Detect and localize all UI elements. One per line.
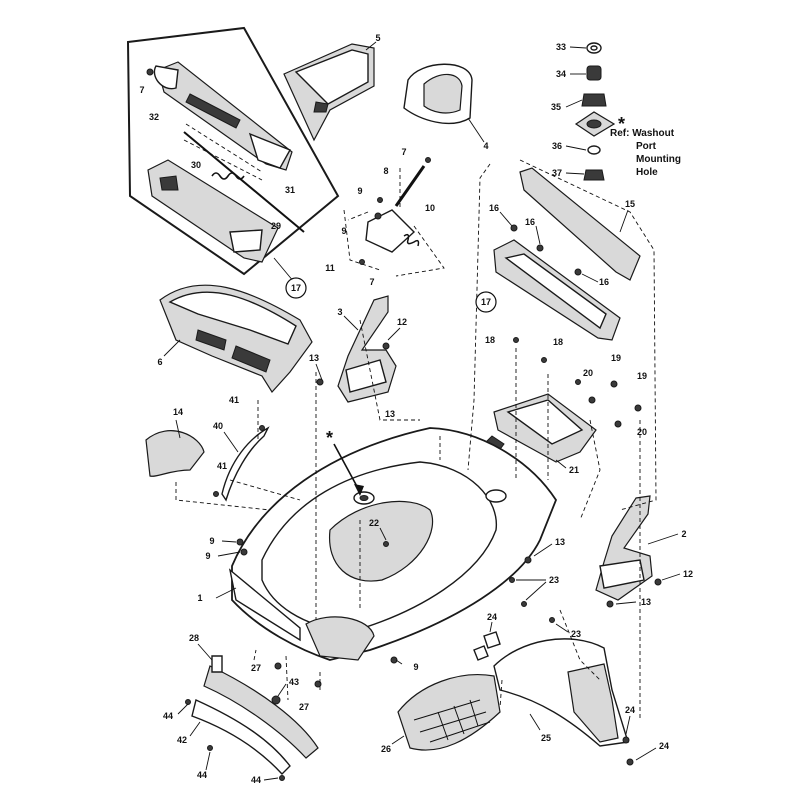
callout-label-44: 44 [251, 775, 261, 785]
callout-circle-17 [475, 291, 497, 313]
part-25-side-discharge [493, 638, 657, 766]
callout-label-42: 42 [177, 735, 187, 745]
part-5-rear-flap [283, 41, 377, 142]
parts-23-24-hardware [473, 577, 569, 661]
callout-label-2: 2 [681, 529, 686, 539]
part-6-rear-cover [159, 284, 313, 393]
callout-label-24: 24 [487, 612, 497, 622]
callout-label-7: 7 [369, 277, 374, 287]
callout-label-36: 36 [552, 141, 562, 151]
callout-label-15: 15 [625, 199, 635, 209]
ref-note-line-2: Port [636, 141, 657, 152]
callout-label-32: 32 [149, 112, 159, 122]
callout-label-9: 9 [357, 186, 362, 196]
part-21-rear-chute [483, 337, 642, 469]
dashed-alignment-lines [175, 159, 657, 720]
callout-label-19: 19 [637, 371, 647, 381]
callout-label-35: 35 [551, 102, 561, 112]
callout-label-4: 4 [483, 141, 488, 151]
callout-label-13: 13 [309, 353, 319, 363]
callout-label-12: 12 [683, 569, 693, 579]
callout-label-19: 19 [611, 353, 621, 363]
callout-label-41: 41 [217, 461, 227, 471]
callout-label-40: 40 [213, 421, 223, 431]
part-15-rear-guard [519, 167, 641, 281]
callout-label-10: 10 [425, 203, 435, 213]
callout-label-13: 13 [385, 409, 395, 419]
callout-label-41: 41 [229, 395, 239, 405]
callout-label-28: 28 [189, 633, 199, 643]
callout-label-16: 16 [599, 277, 609, 287]
callout-label-26: 26 [381, 744, 391, 754]
callout-label-9: 9 [209, 536, 214, 546]
ref-note-line-1: Ref: Washout [610, 128, 675, 139]
callout-label-17: 17 [291, 283, 301, 293]
callout-label-12: 12 [397, 317, 407, 327]
callout-label-23: 23 [571, 629, 581, 639]
callout-label-21: 21 [569, 465, 579, 475]
callout-label-25: 25 [541, 733, 551, 743]
part-2-height-adjuster [524, 495, 681, 608]
callout-label-44: 44 [197, 770, 207, 780]
callout-label-9: 9 [341, 226, 346, 236]
part-callout-labels: 1234567778999991011121213131313141516161… [139, 33, 693, 785]
callout-label-14: 14 [173, 407, 183, 417]
callout-label-27: 27 [299, 702, 309, 712]
callout-label-34: 34 [556, 69, 566, 79]
callout-label-31: 31 [285, 185, 295, 195]
callout-label-13: 13 [641, 597, 651, 607]
callout-label-33: 33 [556, 42, 566, 52]
callout-label-8: 8 [383, 166, 388, 176]
part-28-42-front-bar [177, 643, 322, 781]
star-marker-deck: * [326, 428, 333, 448]
callout-label-23: 23 [549, 575, 559, 585]
parts-33-37-washout-port [565, 42, 616, 181]
callout-label-7: 7 [139, 85, 144, 95]
callout-label-24: 24 [659, 741, 669, 751]
star-marker-washout: * [618, 114, 625, 134]
ref-note-line-4: Hole [636, 167, 658, 178]
ref-note-line-3: Mounting [636, 154, 681, 165]
part-17-right-rail [493, 211, 621, 341]
callout-label-11: 11 [325, 263, 335, 273]
callout-circle-17 [285, 277, 307, 299]
part-4-cover [403, 63, 485, 143]
callout-label-9: 9 [205, 551, 210, 561]
callout-label-13: 13 [555, 537, 565, 547]
callout-label-18: 18 [485, 335, 495, 345]
inset-box-handle-assembly [126, 26, 340, 283]
callout-label-5: 5 [375, 33, 380, 43]
callout-label-18: 18 [553, 337, 563, 347]
callout-label-7: 7 [401, 147, 406, 157]
callout-label-1: 1 [197, 593, 202, 603]
callout-label-16: 16 [525, 217, 535, 227]
callout-label-29: 29 [271, 221, 281, 231]
callout-label-6: 6 [157, 357, 162, 367]
callout-label-43: 43 [289, 677, 299, 687]
callout-label-22: 22 [369, 518, 379, 528]
part-1-mower-deck [215, 427, 558, 665]
callout-label-37: 37 [552, 168, 562, 178]
callout-label-16: 16 [489, 203, 499, 213]
parts-8-11-bracket [343, 157, 445, 277]
callout-label-20: 20 [583, 368, 593, 378]
callout-label-9: 9 [413, 662, 418, 672]
part-3-height-adjuster [315, 295, 401, 403]
callout-label-27: 27 [251, 663, 261, 673]
callout-label-24: 24 [625, 705, 635, 715]
callout-label-30: 30 [191, 160, 201, 170]
callout-label-20: 20 [637, 427, 647, 437]
part-26-mulch-plug [391, 674, 501, 751]
callout-label-44: 44 [163, 711, 173, 721]
callout-label-3: 3 [337, 307, 342, 317]
part-14-40-41 [145, 419, 270, 502]
callout-label-17: 17 [481, 297, 491, 307]
